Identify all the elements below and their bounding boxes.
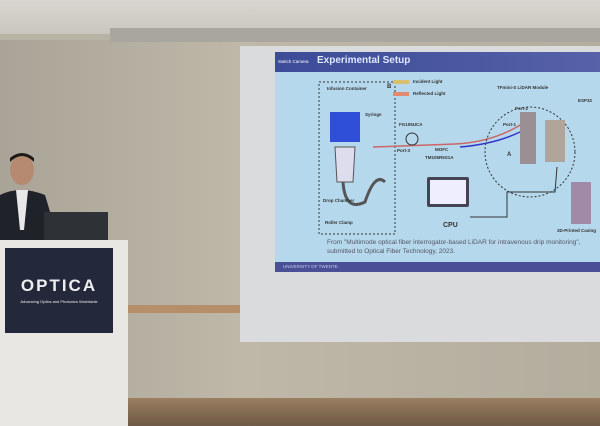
slide-title: Experimental Setup	[275, 52, 600, 72]
presentation-slide: Experimental Setup Switch Camera Infusio…	[275, 52, 600, 272]
lidar-board	[520, 112, 536, 164]
optica-tagline: Advancing Optics and Photonics Worldwide	[20, 299, 98, 304]
infusion-container	[330, 112, 360, 142]
ceiling-beam	[110, 28, 600, 42]
fiber-coil	[405, 132, 419, 146]
label-drop-chamber: Drop Chamber	[323, 198, 355, 203]
optica-logo: OPTICA	[20, 276, 98, 295]
presenter	[0, 153, 60, 245]
label-esp32: ESP32	[578, 98, 593, 103]
esp32-board	[545, 120, 565, 162]
tube	[341, 178, 387, 206]
slide-caption: From "Multimode optical fiber interrogat…	[327, 239, 581, 255]
label-casing: 3D-Printed Casing	[557, 228, 597, 233]
cpu-screen	[430, 180, 466, 204]
label-reflected-light: Reflected Light	[413, 91, 446, 96]
switch-camera-badge: Switch Camera	[278, 59, 309, 64]
label-box-b: B	[387, 84, 392, 90]
label-port1: Port-1	[503, 122, 517, 127]
reflected-light-swatch	[393, 92, 409, 96]
label-mofc: MOFC	[435, 147, 449, 152]
laptop	[44, 212, 108, 240]
label-port3: Port-3	[397, 148, 411, 153]
slide-footer: UNIVERSITY OF TWENTE.	[275, 262, 600, 272]
box-a	[484, 106, 576, 198]
label-incident-light: Incident Light	[413, 79, 443, 84]
box-b	[318, 81, 396, 235]
fiber-blue	[459, 131, 521, 148]
label-fg105uca: FG105UCA	[399, 122, 423, 127]
optica-sign: OPTICA Advancing Optics and Photonics Wo…	[5, 248, 113, 333]
label-tm105r5s1a: TM105R5S1A	[425, 155, 454, 160]
label-box-a: A	[507, 152, 512, 158]
drop-chamber	[334, 146, 356, 183]
label-infusion-container: Infusion Container	[327, 86, 367, 91]
fiber	[372, 121, 526, 148]
label-port2: Port-2	[515, 106, 529, 111]
incident-light-swatch	[393, 80, 409, 84]
label-cpu: CPU	[443, 222, 458, 229]
label-lidar: TFmini-S LiDAR Module	[497, 85, 549, 90]
3d-casing	[571, 182, 591, 224]
usb-cable	[470, 166, 558, 218]
setup-diagram	[318, 80, 591, 235]
wall-rail	[120, 305, 240, 313]
label-syringe: Syringe	[365, 112, 382, 117]
label-roller-clamp: Roller Clamp	[325, 220, 353, 225]
